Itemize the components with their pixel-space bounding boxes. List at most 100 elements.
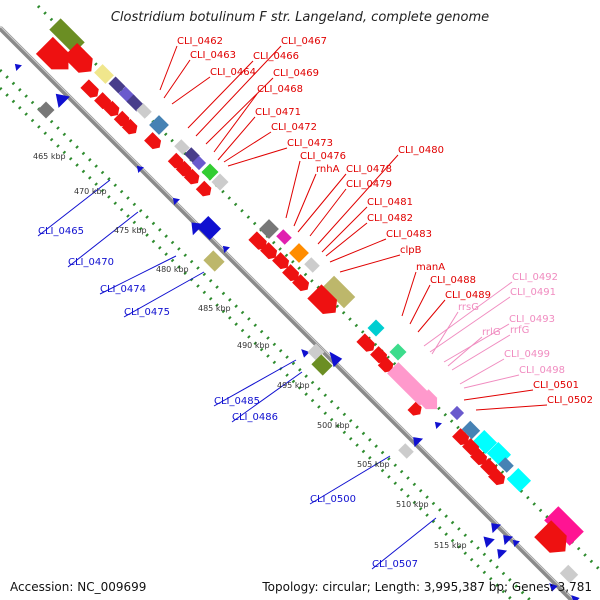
forward-gene-label[interactable]: CLI_0481 [367,197,413,208]
forward-gene-label[interactable]: CLI_0462 [177,36,223,47]
gene-arrow-forward [175,160,192,177]
forward-gene-label[interactable]: CLI_0476 [300,151,346,162]
forward-gene-label-leader [217,116,256,161]
gene-block-olive [311,354,333,376]
rna-gene-label[interactable]: CLI_0491 [510,287,556,298]
rna-features [387,362,438,410]
forward-gene-label[interactable]: manA [416,262,445,273]
scale-tick-label: 510 kbp [396,500,429,509]
forward-gene-label-leader [321,206,368,253]
forward-gene-label[interactable]: CLI_0468 [257,84,303,95]
scale-tick-label: 485 kbp [198,304,231,313]
gene-arrow-forward [121,118,138,135]
reverse-gene-label[interactable]: CLI_0470 [68,257,114,268]
forward-gene-label[interactable]: clpB [400,245,422,256]
reverse-gene-label[interactable]: CLI_0485 [214,396,260,407]
forward-gene-label[interactable]: CLI_0472 [271,122,317,133]
forward-gene-label-leader [163,59,191,99]
rna-gene-label-leader [429,296,511,353]
gene-block-khaki [94,64,114,84]
reverse-gene-label-leader [37,179,111,237]
accession-text: Accession: NC_009699 [10,580,147,594]
gene-block-magenta [276,229,292,245]
rna-gene-label-leader [447,336,483,367]
reverse-gene-label[interactable]: CLI_0486 [232,412,278,423]
forward-gene-label[interactable]: CLI_0473 [287,138,333,149]
gene-arrow-forward [167,152,184,169]
forward-gene-label[interactable]: CLI_0482 [367,213,413,224]
gene-arrow-reverse [434,421,442,429]
forward-gene-label[interactable]: CLI_0463 [190,50,236,61]
rna-gene-label[interactable]: CLI_0493 [509,314,555,325]
forward-gene-label-leader [223,131,272,163]
reverse-gene-label[interactable]: CLI_0465 [38,226,84,237]
scale-tick-label: 480 kbp [156,265,189,274]
rna-gene-label[interactable]: CLI_0492 [512,272,558,283]
forward-gene-label[interactable]: CLI_0467 [281,36,327,47]
rna-gene-label[interactable]: rrfG [510,325,529,336]
gene-arrow-reverse [549,583,558,592]
forward-gene-label[interactable]: CLI_0483 [386,229,432,240]
forward-gene-label-leader [339,254,401,273]
rna-gene-label[interactable]: CLI_0499 [504,349,550,360]
forward-gene-label[interactable]: CLI_0501 [533,380,579,391]
reverse-gene-label[interactable]: CLI_0475 [124,307,170,318]
reverse-gene-label[interactable]: CLI_0507 [372,559,418,570]
gene-block-green [389,343,407,361]
forward-features [35,18,584,584]
rna-gene-label-leader [451,334,511,371]
rrna-arrow [417,389,438,410]
gene-arrow-forward [534,520,567,553]
forward-gene-label-leader [297,173,347,233]
gene-block-purple [108,76,126,94]
gene-arrow-forward [248,231,267,250]
rna-gene-label[interactable]: rrsG [458,302,479,313]
forward-gene-label-leader [309,188,347,237]
forward-gene-label[interactable]: CLI_0479 [346,179,392,190]
forward-gene-label-leader [293,173,317,227]
forward-gene-label[interactable]: CLI_0471 [255,107,301,118]
forward-gene-label[interactable]: CLI_0466 [253,51,299,62]
gene-block-magenta [544,506,584,546]
gene-arrow-forward [292,274,310,292]
forward-gene-label[interactable]: CLI_0489 [445,290,491,301]
forward-gene-label-leader [325,222,368,257]
forward-gene-label[interactable]: rnhA [316,164,340,175]
gene-arrow-forward [63,43,93,73]
gene-block-khaki [322,275,356,309]
gene-arrow-forward [356,333,375,352]
gene-arrow-forward [144,132,162,150]
reverse-gene-label[interactable]: CLI_0474 [100,284,146,295]
rna-gene-label[interactable]: rrlG [482,327,501,338]
gene-arrow-reverse [301,349,310,358]
reverse-gene-label-leader [309,455,391,505]
gene-block-purple [126,94,144,112]
inner-guide [0,86,514,600]
gene-arrow-reverse [136,165,144,173]
scale-tick-label: 495 kbp [277,381,310,390]
forward-gene-label[interactable]: CLI_0488 [430,275,476,286]
forward-gene-label-leader [401,271,417,317]
gene-arrow-forward [103,100,120,117]
guide-lines [0,4,600,600]
gene-arrow-reverse [512,539,520,547]
forward-gene-label-leader [205,77,274,145]
forward-gene-label-leader [417,299,446,333]
forward-gene-label[interactable]: CLI_0469 [273,68,319,79]
gene-arrow-forward [260,242,278,260]
gene-block-purple [191,155,207,171]
forward-gene-label[interactable]: CLI_0502 [547,395,593,406]
rna-gene-label-leader [423,281,513,347]
forward-gene-label[interactable]: CLI_0478 [346,164,392,175]
rna-gene-label[interactable]: CLI_0498 [519,365,565,376]
forward-gene-label-leader [195,45,282,137]
gene-block-purple [184,147,200,163]
forward-gene-label[interactable]: CLI_0464 [210,67,256,78]
scale-tick-label: 470 kbp [74,187,107,196]
forward-gene-label[interactable]: CLI_0480 [398,145,444,156]
genome-backbone [0,26,574,600]
reverse-gene-label[interactable]: CLI_0500 [310,494,356,505]
